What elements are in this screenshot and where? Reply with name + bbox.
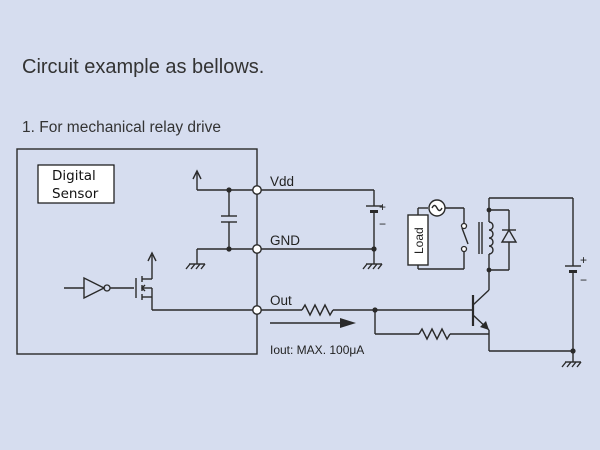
relay-battery-plus: +	[580, 253, 587, 267]
current-arrow	[270, 318, 356, 328]
base-resistor	[301, 303, 334, 317]
sensor-battery-minus: −	[379, 217, 386, 231]
section-subtitle: 1. For mechanical relay drive	[22, 119, 221, 136]
relay-battery: + −	[565, 198, 587, 351]
external-ground	[362, 246, 383, 270]
internal-supply-arrow	[192, 169, 257, 191]
sensor-battery-plus: +	[379, 200, 386, 214]
out-line	[261, 303, 472, 317]
inverter-gate	[64, 276, 134, 300]
sensor-battery: + −	[366, 190, 386, 249]
gnd-label: GND	[270, 233, 300, 248]
vdd-label: Vdd	[270, 174, 294, 189]
load-label: Load	[412, 227, 426, 254]
output-mosfet	[135, 251, 253, 311]
relay-ground	[489, 348, 582, 368]
vdd-terminal	[252, 185, 262, 195]
current-note: Iout: MAX. 100μA	[270, 343, 364, 357]
relay-coil-assembly	[478, 197, 573, 273]
load-circuit: Load	[407, 199, 469, 270]
relay-switch	[461, 227, 469, 245]
out-label: Out	[270, 293, 292, 308]
relay-coil	[488, 221, 494, 255]
npn-transistor	[471, 270, 490, 351]
flyback-diode	[500, 228, 518, 243]
out-terminal	[252, 305, 262, 315]
sensor-label-box	[37, 164, 115, 204]
pulldown-resistor	[418, 327, 451, 341]
pulldown-branch	[374, 310, 489, 341]
internal-ground	[185, 248, 257, 270]
sensor-label-line2: Sensor	[52, 186, 99, 202]
relay-battery-minus: −	[580, 273, 587, 287]
gnd-terminal	[252, 244, 262, 254]
page-title: Circuit example as bellows.	[22, 56, 265, 78]
sensor-label-line1: Digital	[52, 168, 96, 184]
decoupling-capacitor	[221, 187, 237, 252]
